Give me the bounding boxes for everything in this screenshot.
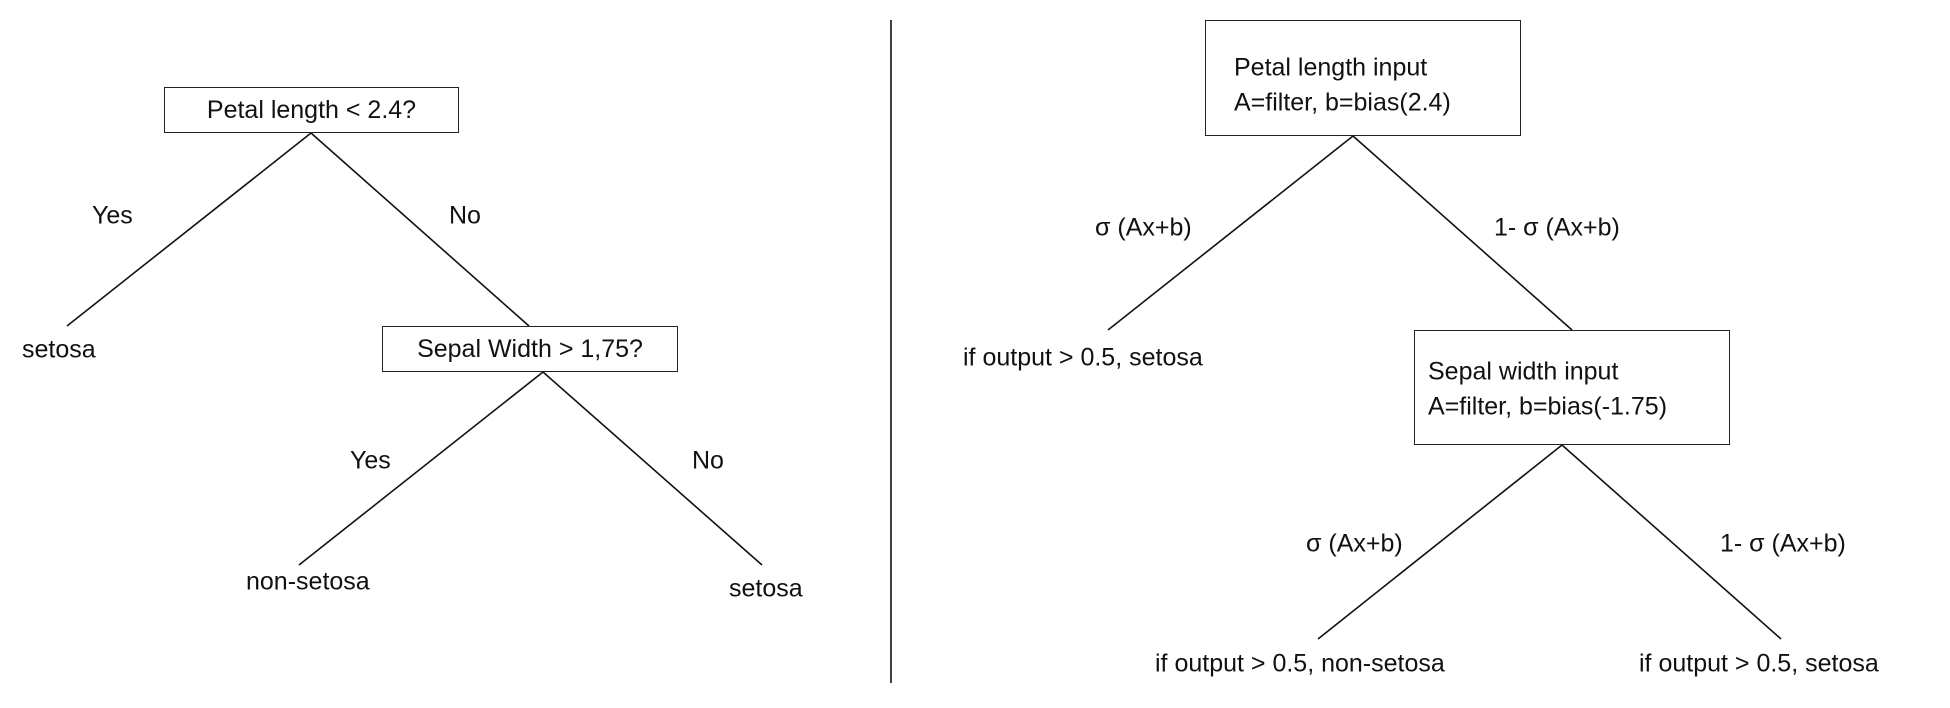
edge-left-root-yes: [66, 132, 312, 327]
edge-right-root-right: [1352, 135, 1573, 331]
left-root-node: Petal length < 2.4?: [164, 87, 459, 133]
edge-left-node2-no: [542, 371, 763, 566]
left-node2-label: Sepal Width > 1,75?: [417, 334, 643, 363]
left-leaf-setosa: setosa: [22, 335, 96, 364]
right-node2: Sepal width input A=filter, b=bias(-1.75…: [1414, 330, 1730, 445]
right-root-right-edge-label: 1- σ (Ax+b): [1494, 213, 1620, 242]
right-root-line2: A=filter, b=bias(2.4): [1234, 88, 1451, 117]
edge-left-node2-yes: [298, 371, 544, 566]
left-leaf-non-setosa: non-setosa: [246, 567, 370, 596]
right-root-left-edge-label: σ (Ax+b): [1095, 213, 1192, 242]
edge-right-root-left: [1107, 135, 1354, 331]
left-node2: Sepal Width > 1,75?: [382, 326, 678, 372]
edge-right-node2-left: [1317, 444, 1563, 640]
left-root-yes-label: Yes: [92, 201, 133, 230]
right-root-node: Petal length input A=filter, b=bias(2.4): [1205, 20, 1521, 136]
right-node2-left-edge-label: σ (Ax+b): [1306, 529, 1403, 558]
right-leaf-setosa: if output > 0.5, setosa: [963, 343, 1203, 372]
right-node2-right-edge-label: 1- σ (Ax+b): [1720, 529, 1846, 558]
left-leaf-setosa-2: setosa: [729, 574, 803, 603]
right-node2-line2: A=filter, b=bias(-1.75): [1428, 392, 1668, 421]
right-leaf-non-setosa: if output > 0.5, non-setosa: [1155, 649, 1445, 678]
left-node2-no-label: No: [692, 446, 724, 475]
left-root-no-label: No: [449, 201, 481, 230]
edge-right-node2-right: [1561, 444, 1782, 640]
right-root-line1: Petal length input: [1234, 53, 1428, 82]
right-leaf-setosa-2: if output > 0.5, setosa: [1639, 649, 1879, 678]
left-node2-yes-label: Yes: [350, 446, 391, 475]
right-node2-line1: Sepal width input: [1428, 357, 1619, 386]
left-root-label: Petal length < 2.4?: [206, 95, 417, 124]
edge-left-root-no: [310, 132, 530, 327]
